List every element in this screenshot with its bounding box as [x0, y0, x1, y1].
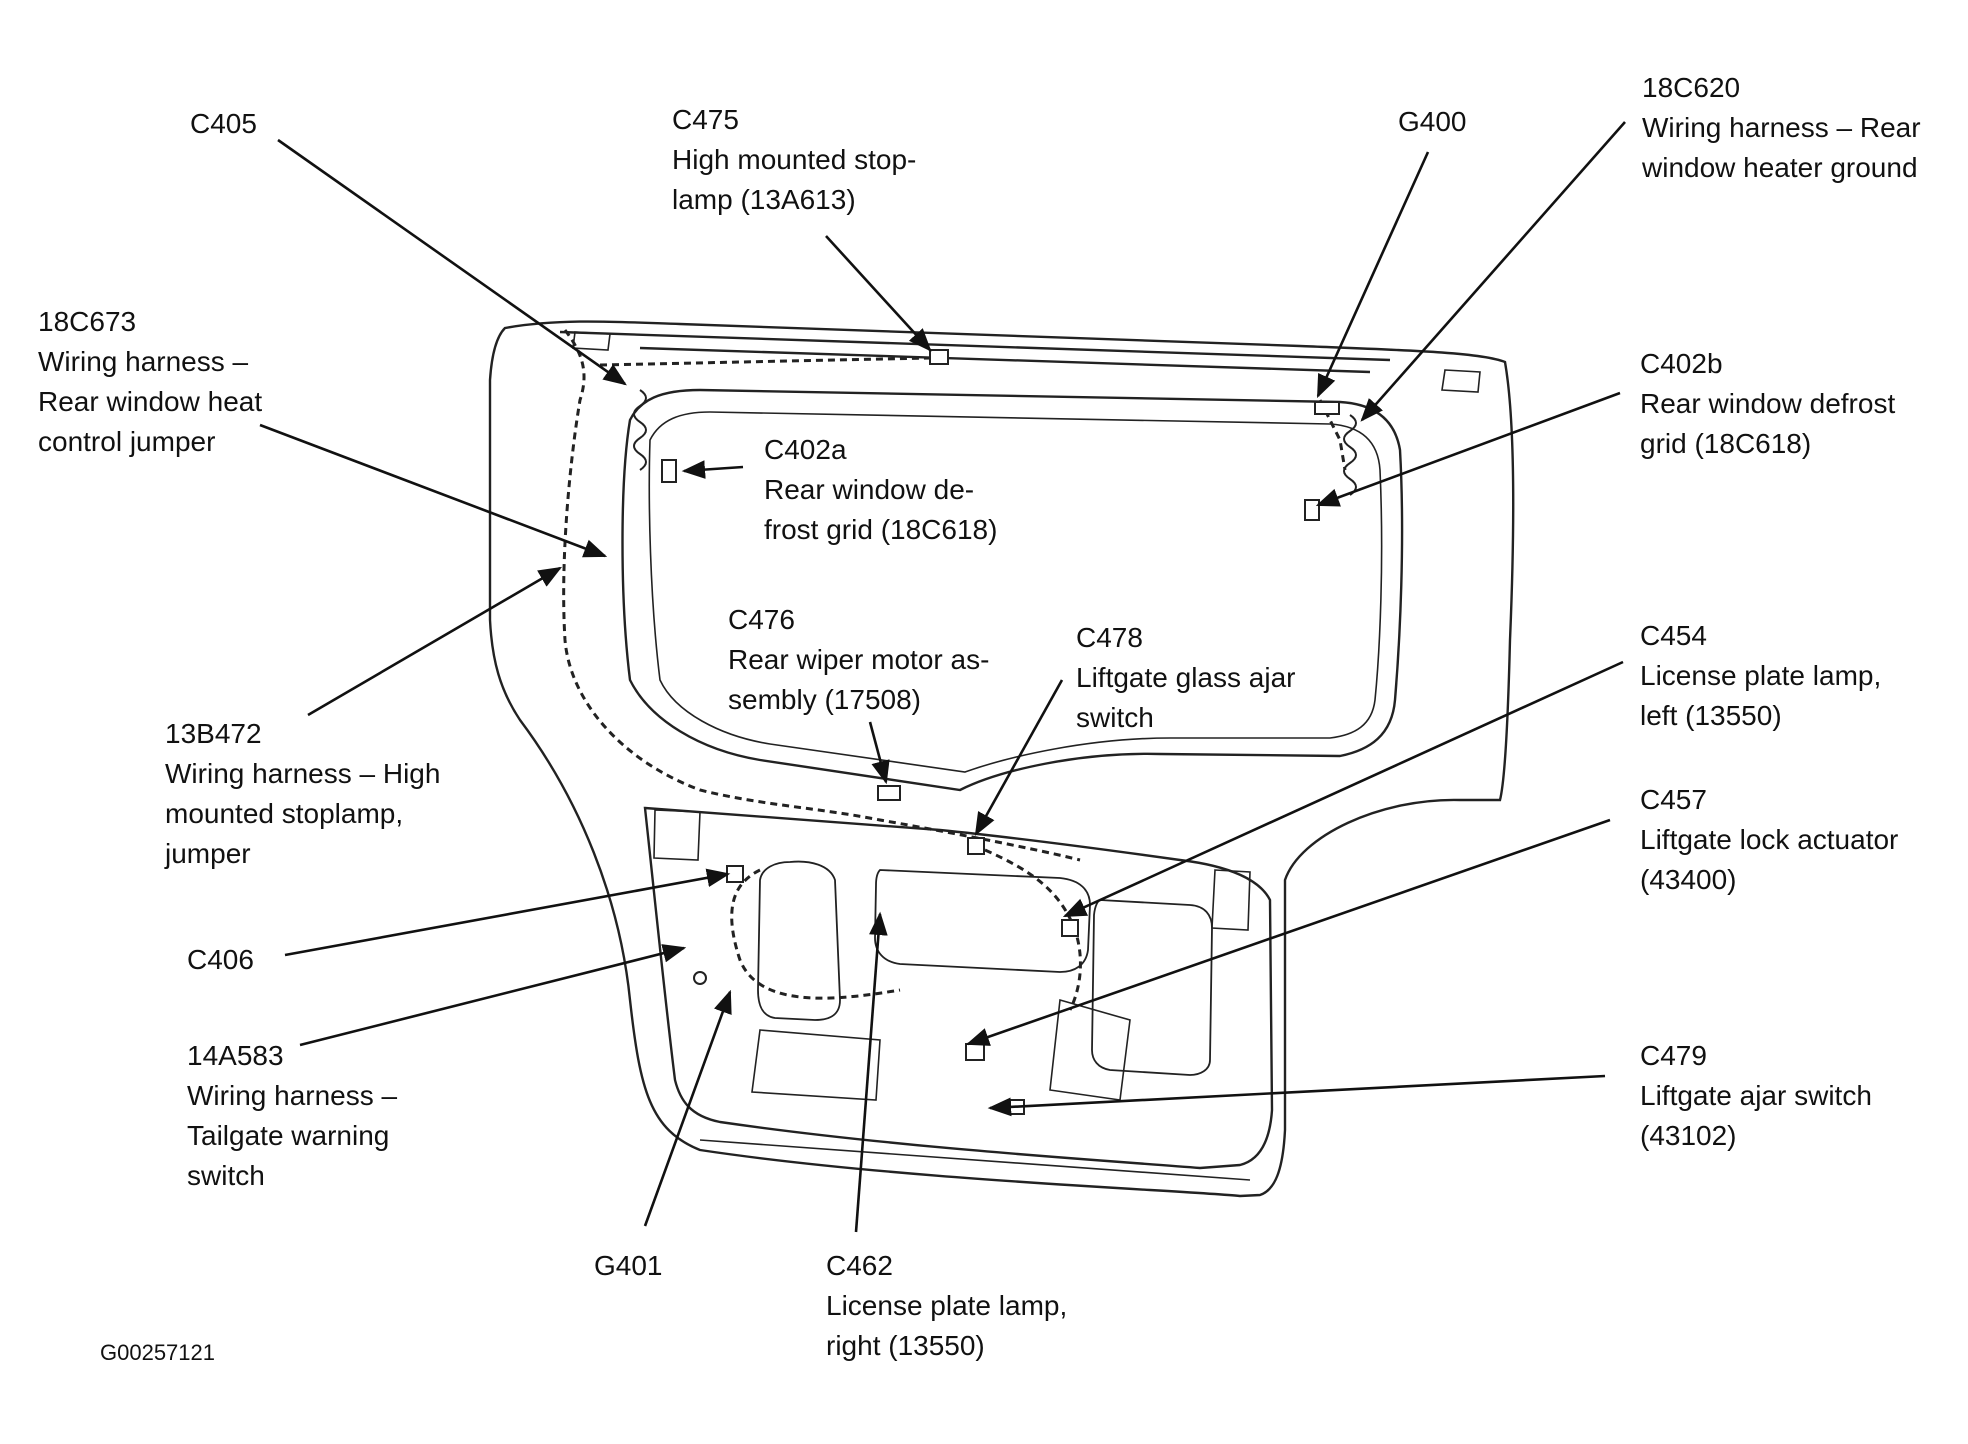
- connector-description: High mounted stop- lamp (13A613): [672, 144, 917, 215]
- connector-code: 13B472: [165, 718, 262, 749]
- connector-code: 14A583: [187, 1040, 284, 1071]
- label-g400: G400: [1398, 102, 1467, 142]
- connector-description: Wiring harness – Tailgate warning switch: [187, 1080, 398, 1191]
- label-c406: C406: [187, 940, 254, 980]
- figure-id: G00257121: [100, 1340, 215, 1365]
- label-18c620: 18C620 Wiring harness – Rear window heat…: [1642, 68, 1921, 188]
- label-g401: G401: [594, 1246, 663, 1286]
- connector-code: C402a: [764, 434, 847, 465]
- connector-description: Rear wiper motor as- sembly (17508): [728, 644, 990, 715]
- connector-code: C479: [1640, 1040, 1707, 1071]
- label-c476: C476 Rear wiper motor as- sembly (17508): [728, 600, 989, 720]
- connector-description: Liftgate glass ajar switch: [1076, 662, 1296, 733]
- label-18c673: 18C673 Wiring harness – Rear window heat…: [38, 302, 262, 462]
- label-13b472: 13B472 Wiring harness – High mounted sto…: [165, 714, 440, 874]
- connector-description: Liftgate ajar switch (43102): [1640, 1080, 1872, 1151]
- connector-code: 18C673: [38, 306, 137, 337]
- connector-description: Liftgate lock actuator (43400): [1640, 824, 1899, 895]
- label-c402b: C402b Rear window defrost grid (18C618): [1640, 344, 1895, 464]
- connector-code: C462: [826, 1250, 893, 1281]
- coiled-jumpers: [633, 389, 1357, 496]
- label-c462: C462 License plate lamp, right (13550): [826, 1246, 1067, 1366]
- liftgate-outline: [488, 320, 1515, 1198]
- label-c454: C454 License plate lamp, left (13550): [1640, 616, 1881, 736]
- connector-code: C454: [1640, 620, 1707, 651]
- label-c405: C405: [190, 104, 257, 144]
- connector-code: G400: [1398, 106, 1467, 137]
- label-c457: C457 Liftgate lock actuator (43400): [1640, 780, 1898, 900]
- connector-description: Wiring harness – Rear window heat contro…: [38, 346, 263, 457]
- connector-code: C402b: [1640, 348, 1723, 379]
- label-14a583: 14A583 Wiring harness – Tailgate warning…: [187, 1036, 397, 1196]
- connector-code: C475: [672, 104, 739, 135]
- connector-code: C476: [728, 604, 795, 635]
- connector-description: Rear window defrost grid (18C618): [1640, 388, 1896, 459]
- label-c479: C479 Liftgate ajar switch (43102): [1640, 1036, 1872, 1156]
- label-c475: C475 High mounted stop- lamp (13A613): [672, 100, 916, 220]
- connector-code: G401: [594, 1250, 663, 1281]
- leader-lines: [259, 121, 1626, 1233]
- label-c478: C478 Liftgate glass ajar switch: [1076, 618, 1295, 738]
- connector-code: C478: [1076, 622, 1143, 653]
- connector-description: Wiring harness – Rear window heater grou…: [1642, 112, 1921, 183]
- connector-code: 18C620: [1642, 72, 1741, 103]
- connector-description: License plate lamp, right (13550): [826, 1290, 1068, 1361]
- connector-code: C406: [187, 944, 254, 975]
- connector-code: C405: [190, 108, 257, 139]
- connector-description: License plate lamp, left (13550): [1640, 660, 1882, 731]
- connector-description: Rear window de- frost grid (18C618): [764, 474, 998, 545]
- connector-description: Wiring harness – High mounted stoplamp, …: [165, 758, 441, 869]
- connectors: [661, 349, 1340, 1115]
- label-c402a: C402a Rear window de- frost grid (18C618…: [764, 430, 997, 550]
- connector-code: C457: [1640, 784, 1707, 815]
